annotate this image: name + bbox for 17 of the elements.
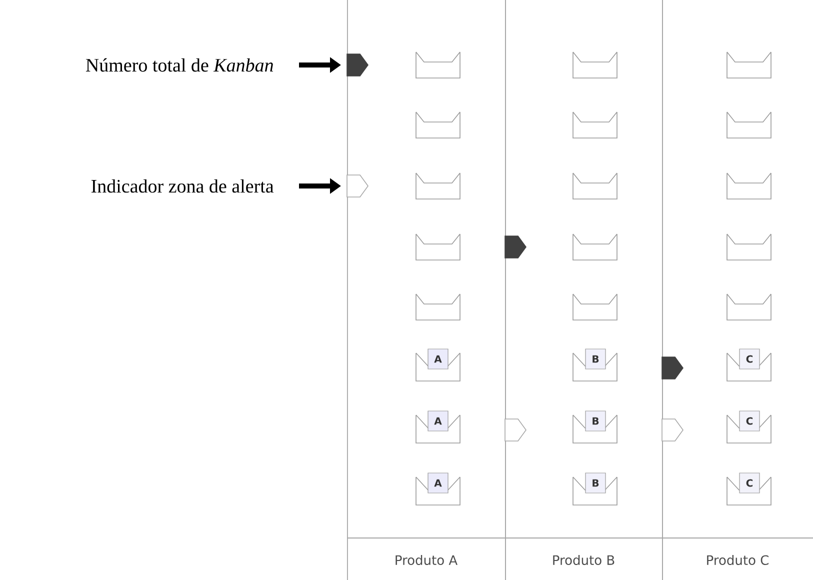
kanban-card: C [739,348,760,370]
kanban-card: A [428,348,448,370]
kanban-card: B [585,472,606,494]
level-marker [662,418,684,442]
kanban-card: C [739,472,760,494]
annotation-text: Número total de Kanban [86,58,273,72]
kanban-card: B [585,348,606,370]
level-marker [662,356,684,380]
kanban-card: C [739,410,760,432]
level-marker [346,54,368,76]
kanban-card: A [428,472,448,494]
kanban-card: B [585,410,606,432]
level-marker [504,418,526,442]
level-marker [504,236,526,258]
annotation-text: Indicador zona de alerta [91,179,274,193]
kanban-card: A [428,410,448,432]
level-marker [346,174,368,198]
